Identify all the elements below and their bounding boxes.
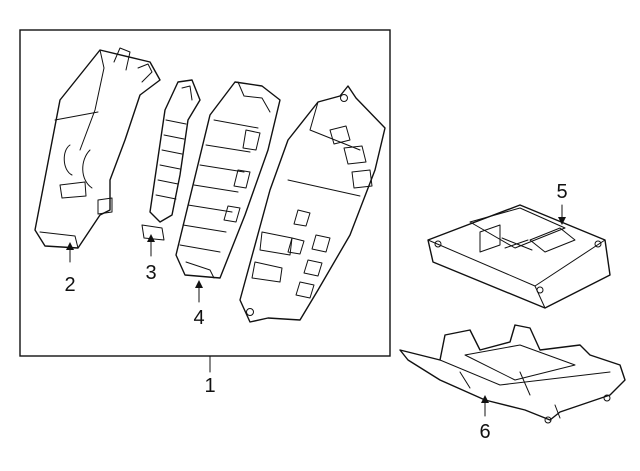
callout-4-label: 4 [193, 307, 204, 329]
callout-3-arrowhead [147, 234, 155, 242]
part-6-bracket-tray [399, 324, 626, 424]
callout-5-arrowhead [558, 217, 566, 225]
assembly-frame [19, 29, 391, 357]
part-4-connector [175, 81, 281, 279]
callout-1-label: 1 [204, 375, 215, 397]
callout-3-label: 3 [145, 262, 156, 284]
callout-2-label: 2 [64, 274, 75, 296]
callout-2-arrowhead [66, 242, 74, 250]
part-5-control-module [427, 204, 611, 309]
callout-6-label: 6 [479, 421, 490, 443]
part-2-bracket [34, 47, 161, 249]
part-1-module-housing [239, 85, 386, 323]
callout-6-arrowhead [481, 395, 489, 403]
callout-4-arrowhead [195, 280, 203, 288]
callout-5-label: 5 [556, 181, 567, 203]
part-3-strip [141, 79, 201, 241]
